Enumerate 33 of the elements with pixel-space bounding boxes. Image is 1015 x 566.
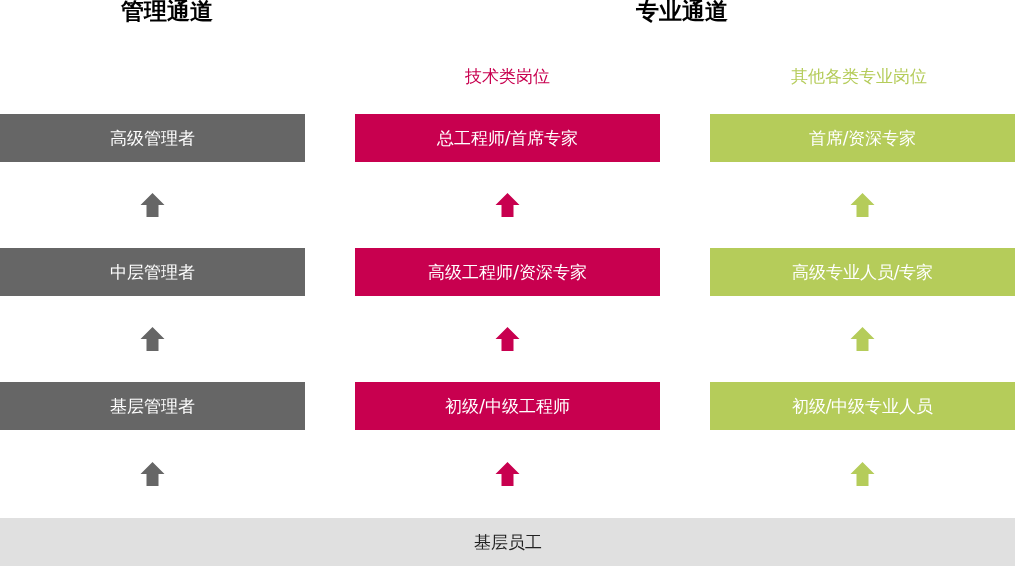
up-arrow [495,327,520,351]
level-box [710,382,1015,430]
level-title: 初级/中级工程师 [445,394,570,418]
up-arrow [495,462,520,486]
up-arrow [850,193,875,217]
column-subheading: 其他各类专业岗位 [791,65,927,88]
level-title: 首席/资深专家 [808,126,917,150]
up-arrow [495,193,520,217]
column-heading: 专业通道 [636,0,728,26]
level-title: 高级工程师/资深专家 [428,260,587,284]
level-box [0,382,305,430]
level-box [710,248,1015,296]
level-box [0,248,305,296]
column-heading: 管理通道 [121,0,213,26]
level-box [355,382,660,430]
up-arrow [850,327,875,351]
level-box [355,248,660,296]
level-box [0,114,305,162]
level-title: 初级/中级专业人员 [791,394,934,418]
up-arrow [140,462,165,486]
level-box [0,518,1015,566]
level-title: 中层管理者 [110,260,195,284]
column-subheading: 技术类岗位 [464,65,550,88]
level-title: 高级管理者 [110,126,195,150]
up-arrow [140,327,165,351]
level-title: 高级专业人员/专家 [791,260,934,284]
up-arrow [850,462,875,486]
up-arrow [140,193,165,217]
level-box [355,114,660,162]
level-title: 基层员工 [473,530,542,554]
level-box [710,114,1015,162]
level-title: 总工程师/首席专家 [436,126,579,150]
level-title: 基层管理者 [110,394,195,418]
